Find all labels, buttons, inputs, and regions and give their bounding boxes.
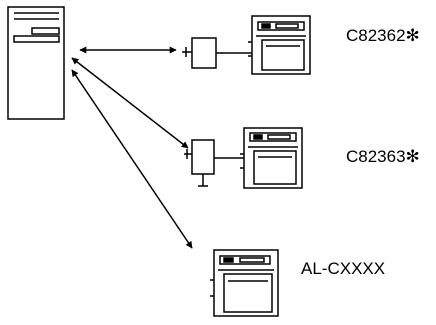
tower-computer-icon [7,6,65,120]
printer-1-group [182,15,311,75]
printer-3-label: AL-CXXXX [301,259,386,278]
connection-arrows [71,46,193,249]
interface-card-icon [182,37,252,69]
printer-icon [240,127,303,189]
printer-3-group [210,249,279,317]
printer-icon [248,15,311,75]
printer-2-label: C82363✻ [346,147,420,166]
printer-2-group [184,127,303,189]
interface-card-icon [184,139,244,187]
printer-icon [210,249,279,317]
arrow-to-printer-2 [71,57,189,149]
printer-1-label: C82362✻ [346,26,420,45]
arrow-to-printer-3 [71,69,193,249]
